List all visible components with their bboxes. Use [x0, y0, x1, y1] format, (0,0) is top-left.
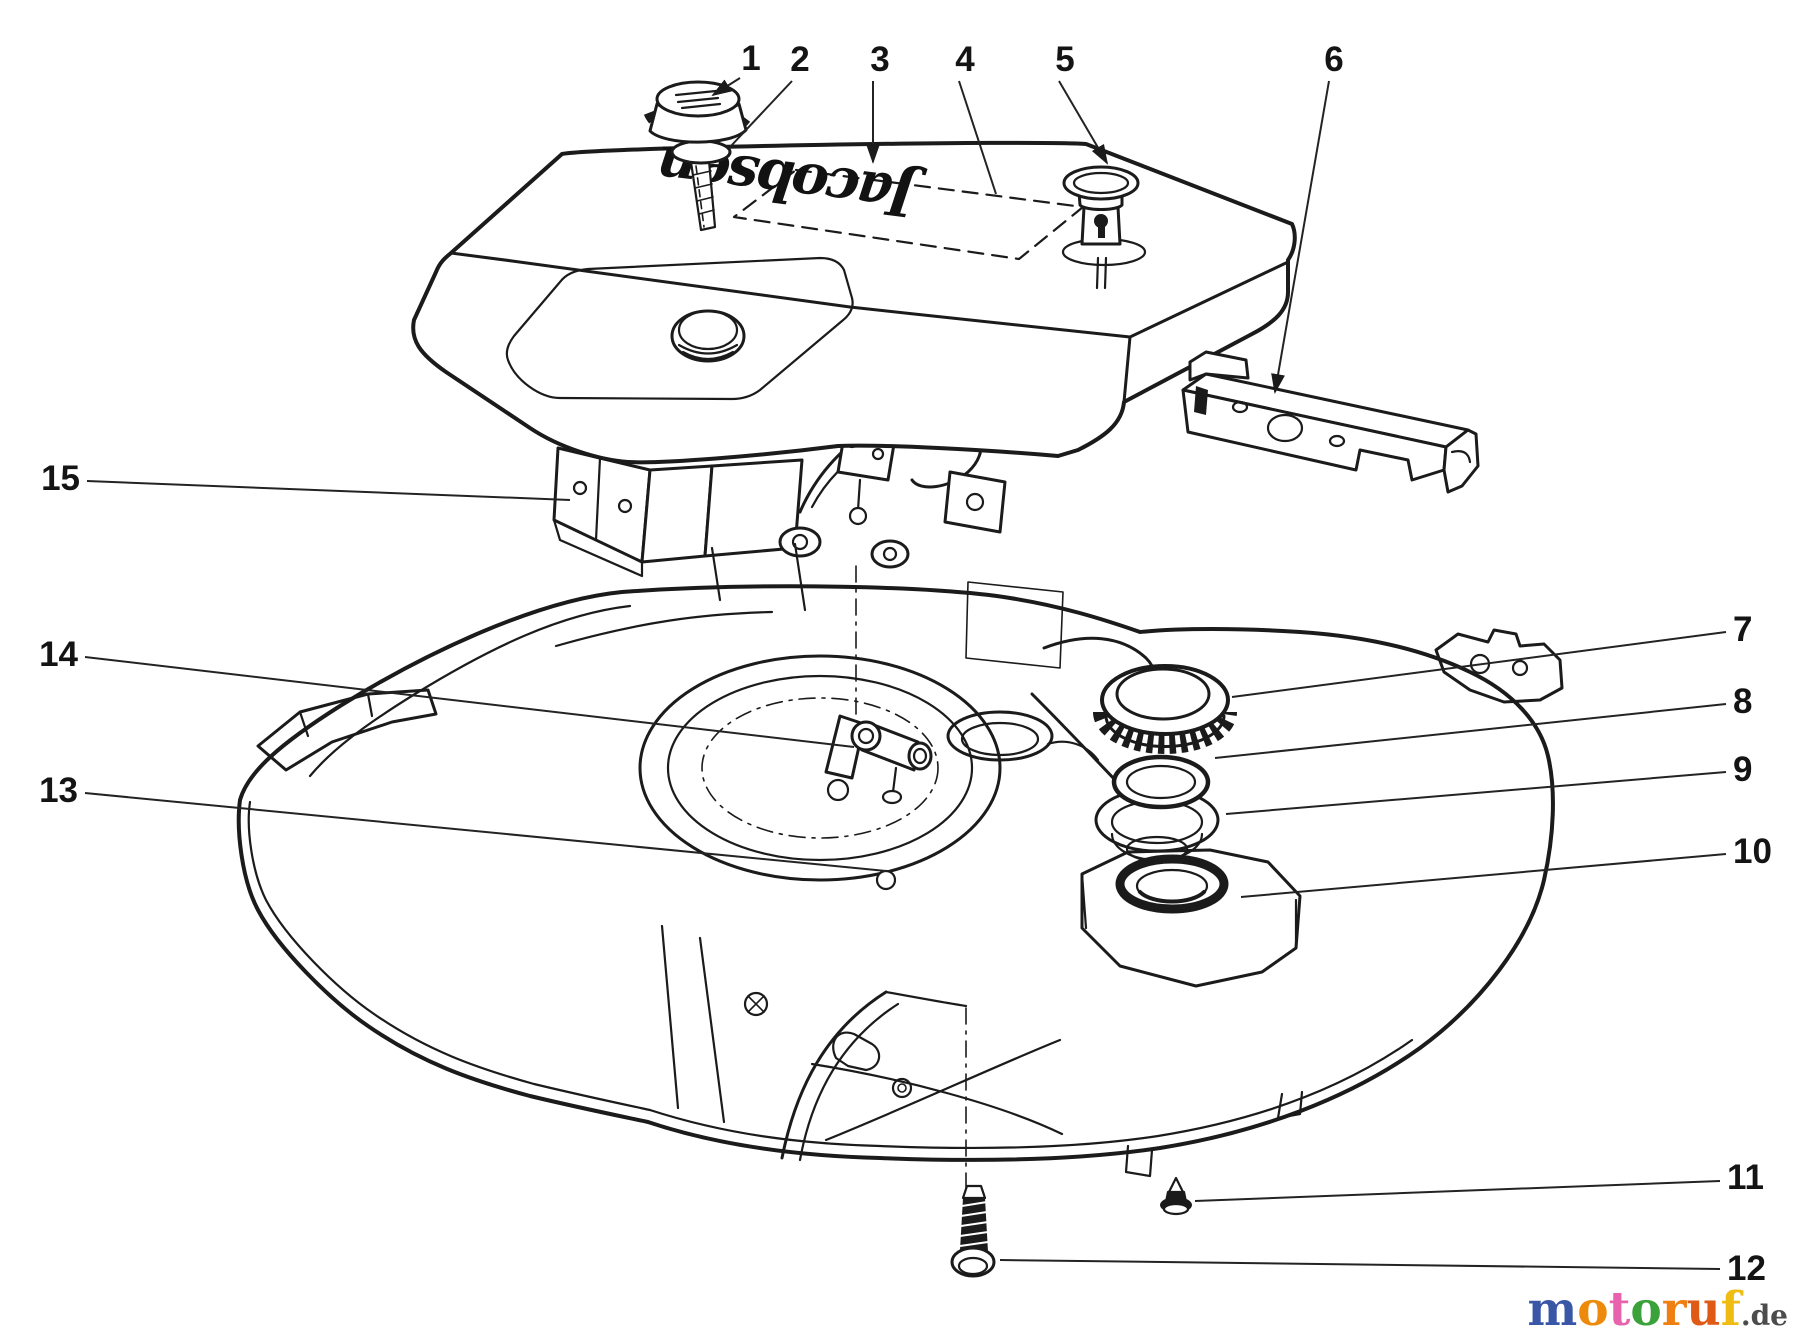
callout-line-12 — [999, 1259, 1721, 1270]
callout-label-10: 10 — [1733, 832, 1772, 871]
fuel-filler-assembly — [1080, 664, 1302, 988]
fuel-dipstick-cap — [643, 80, 755, 144]
fasteners — [950, 1176, 1192, 1278]
callout-line-6 — [1271, 80, 1330, 394]
muffler — [943, 470, 1007, 534]
carburetor-fitting — [824, 714, 933, 805]
callout-label-15: 15 — [41, 459, 80, 498]
callout-label-12: 12 — [1727, 1249, 1766, 1288]
motoruf-watermark[interactable]: motoruf.de — [1528, 1286, 1788, 1333]
callout-label-1: 1 — [741, 39, 760, 78]
watermark-suffix: .de — [1740, 1299, 1788, 1332]
hidden-tank-outline — [732, 168, 1085, 261]
watermark-word: motoruf — [1528, 1282, 1741, 1335]
discharge-chute — [256, 688, 438, 772]
mounting-bracket — [1181, 350, 1480, 494]
callout-line-8 — [1214, 703, 1727, 759]
primer-knob-body — [1062, 165, 1140, 246]
deck-mount-opening — [946, 710, 1054, 762]
callout-label-8: 8 — [1733, 682, 1752, 721]
watermark-letter: u — [1686, 1282, 1721, 1335]
watermark-letter: r — [1661, 1282, 1687, 1335]
gauge-ring — [1111, 754, 1211, 810]
screw — [1160, 1176, 1192, 1216]
callout-label-13: 13 — [39, 771, 78, 810]
callout-line-1 — [711, 77, 741, 97]
callout-label-4: 4 — [955, 40, 975, 79]
callout-line-5 — [1058, 80, 1109, 165]
callout-line-10 — [1240, 853, 1727, 898]
callout-label-14: 14 — [39, 635, 78, 674]
callout-label-11: 11 — [1727, 1158, 1764, 1197]
callout-label-5: 5 — [1055, 40, 1074, 79]
carb-clamp-bolt-hole — [875, 869, 897, 891]
oil-fill-cap — [670, 309, 746, 363]
primer-knob — [1062, 165, 1140, 290]
engine-cover: Jacobsen — [411, 132, 1297, 465]
engine-base — [552, 410, 1007, 612]
callout-label-2: 2 — [790, 40, 809, 79]
mounting-bolt — [950, 1184, 996, 1278]
hidden-panel-outline — [965, 581, 1064, 669]
fuel-filler-cap — [1093, 664, 1237, 754]
cover-inset-panel — [505, 256, 854, 401]
watermark-letter: o — [1577, 1282, 1609, 1335]
blade-housing-circle — [638, 654, 1002, 891]
callout-label-9: 9 — [1733, 750, 1752, 789]
watermark-letter: o — [1630, 1282, 1662, 1335]
callout-label-6: 6 — [1324, 40, 1343, 79]
callout-line-15 — [86, 480, 571, 501]
callout-line-7 — [1231, 631, 1727, 698]
tank-inlet — [1080, 848, 1302, 988]
watermark-letter: m — [1527, 1282, 1578, 1335]
callout-line-13 — [84, 792, 887, 872]
callout-label-7: 7 — [1733, 610, 1752, 649]
deck-tab — [1276, 1090, 1304, 1120]
watermark-letter: f — [1720, 1282, 1741, 1335]
cap-gasket-ring — [670, 139, 732, 165]
callout-line-9 — [1225, 771, 1727, 815]
mower-deck-housing — [236, 565, 1564, 1191]
watermark-letter: t — [1608, 1282, 1631, 1335]
callout-line-11 — [1194, 1180, 1721, 1202]
deck-tab — [1124, 1144, 1154, 1178]
callout-line-4 — [958, 80, 997, 195]
callout-line-14 — [84, 656, 855, 748]
callout-line-2 — [729, 80, 793, 148]
callout-label-3: 3 — [870, 40, 889, 79]
front-brace-detail — [660, 924, 1064, 1162]
